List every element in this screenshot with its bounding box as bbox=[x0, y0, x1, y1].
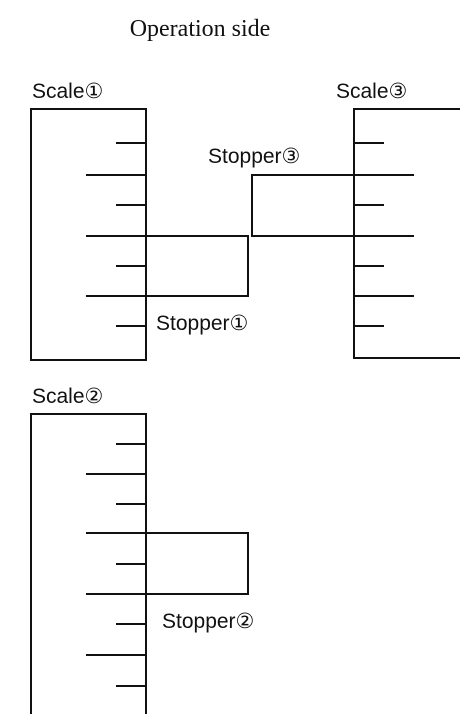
scale3-label: Scale③ bbox=[336, 80, 407, 103]
scale2-label: Scale② bbox=[32, 385, 103, 408]
stopper3 bbox=[251, 174, 355, 237]
diagram-title: Operation side bbox=[130, 16, 271, 42]
scale2 bbox=[30, 413, 147, 714]
stopper1-label: Stopper① bbox=[156, 312, 248, 335]
stopper3-label: Stopper③ bbox=[208, 145, 300, 168]
scale3-ticks bbox=[354, 142, 414, 327]
scale3 bbox=[353, 108, 460, 359]
scale1-ticks bbox=[86, 142, 146, 327]
stopper2 bbox=[145, 532, 249, 595]
stopper1 bbox=[145, 235, 249, 297]
scale2-ticks bbox=[86, 443, 146, 687]
scale1-label: Scale① bbox=[32, 80, 103, 103]
stopper2-label: Stopper② bbox=[162, 610, 254, 633]
scale1-body bbox=[30, 108, 147, 361]
scale3-body bbox=[353, 108, 460, 359]
scale1 bbox=[30, 108, 147, 361]
